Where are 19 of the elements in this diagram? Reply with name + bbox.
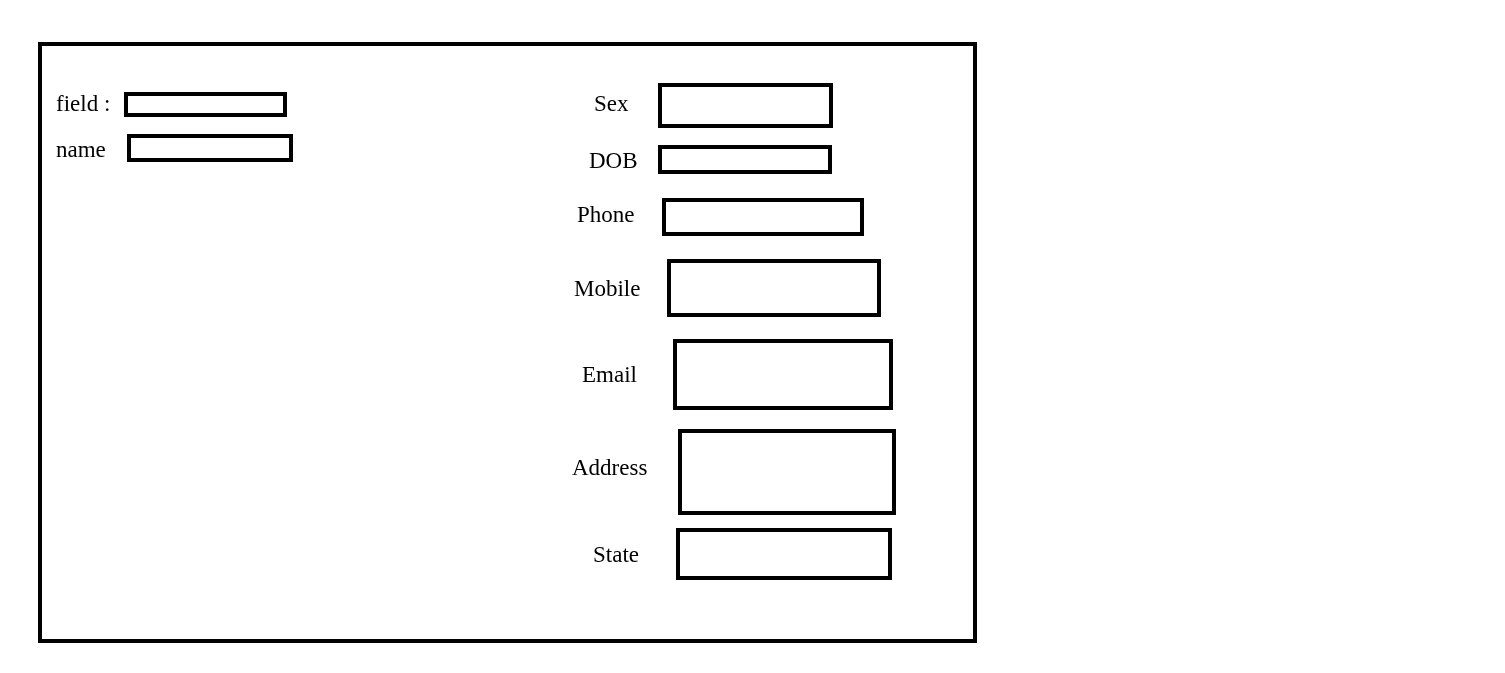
input-field — [658, 145, 832, 174]
field-label: field : — [56, 91, 111, 117]
field-label: Phone — [577, 202, 635, 228]
form-frame — [38, 42, 977, 643]
input-field — [658, 83, 833, 128]
field-label: State — [593, 542, 639, 568]
field-label: Address — [572, 455, 648, 481]
input-field — [678, 429, 896, 515]
input-field — [676, 528, 892, 580]
input-field — [673, 339, 893, 410]
input-field — [127, 134, 293, 162]
input-field — [662, 198, 864, 236]
field-label: Email — [582, 362, 637, 388]
field-label: name — [56, 137, 106, 163]
field-label: DOB — [589, 148, 638, 174]
input-field — [124, 92, 287, 117]
field-label: Sex — [594, 91, 629, 117]
input-field — [667, 259, 881, 317]
field-label: Mobile — [574, 276, 641, 302]
